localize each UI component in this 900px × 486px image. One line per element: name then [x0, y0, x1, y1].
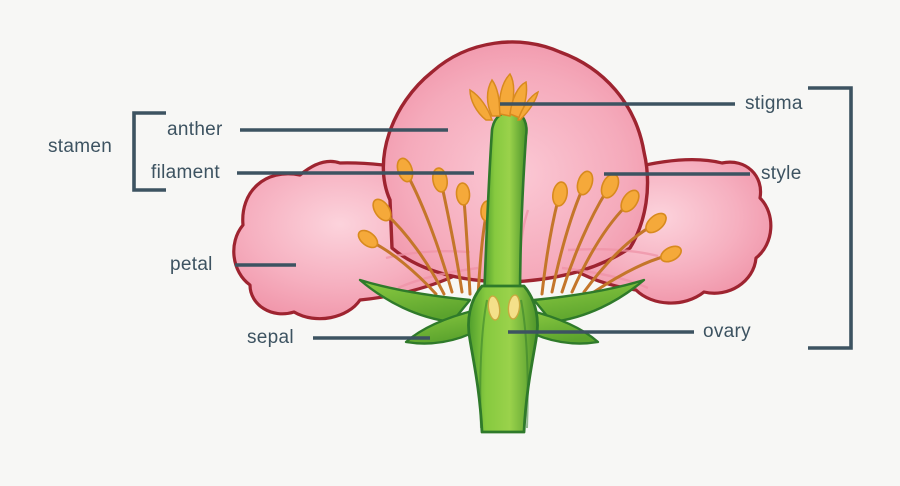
sepal-left-outer: [358, 278, 472, 324]
stamens-group: [357, 157, 682, 298]
sepal-left-inner: [404, 308, 480, 345]
label-style: style: [761, 163, 802, 184]
label-sepal: sepal: [247, 327, 294, 348]
leader-lines-group: [235, 102, 750, 340]
sepal-right-outer: [532, 278, 646, 324]
sepal-right-inner: [524, 308, 600, 345]
style: [482, 110, 528, 302]
ovary: [467, 284, 539, 434]
label-ovary: ovary: [703, 321, 751, 342]
label-stamen: stamen: [48, 136, 113, 157]
ovules: [487, 294, 521, 321]
brackets-group: [132, 86, 853, 350]
label-stigma: stigma: [745, 93, 803, 114]
label-petal: petal: [170, 254, 213, 275]
pistil-bracket: [808, 86, 853, 350]
label-filament: filament: [151, 162, 220, 183]
ovary-group: [358, 278, 646, 434]
stamen-bracket: [132, 111, 166, 192]
filaments: [370, 174, 668, 298]
label-anther: anther: [167, 119, 223, 140]
